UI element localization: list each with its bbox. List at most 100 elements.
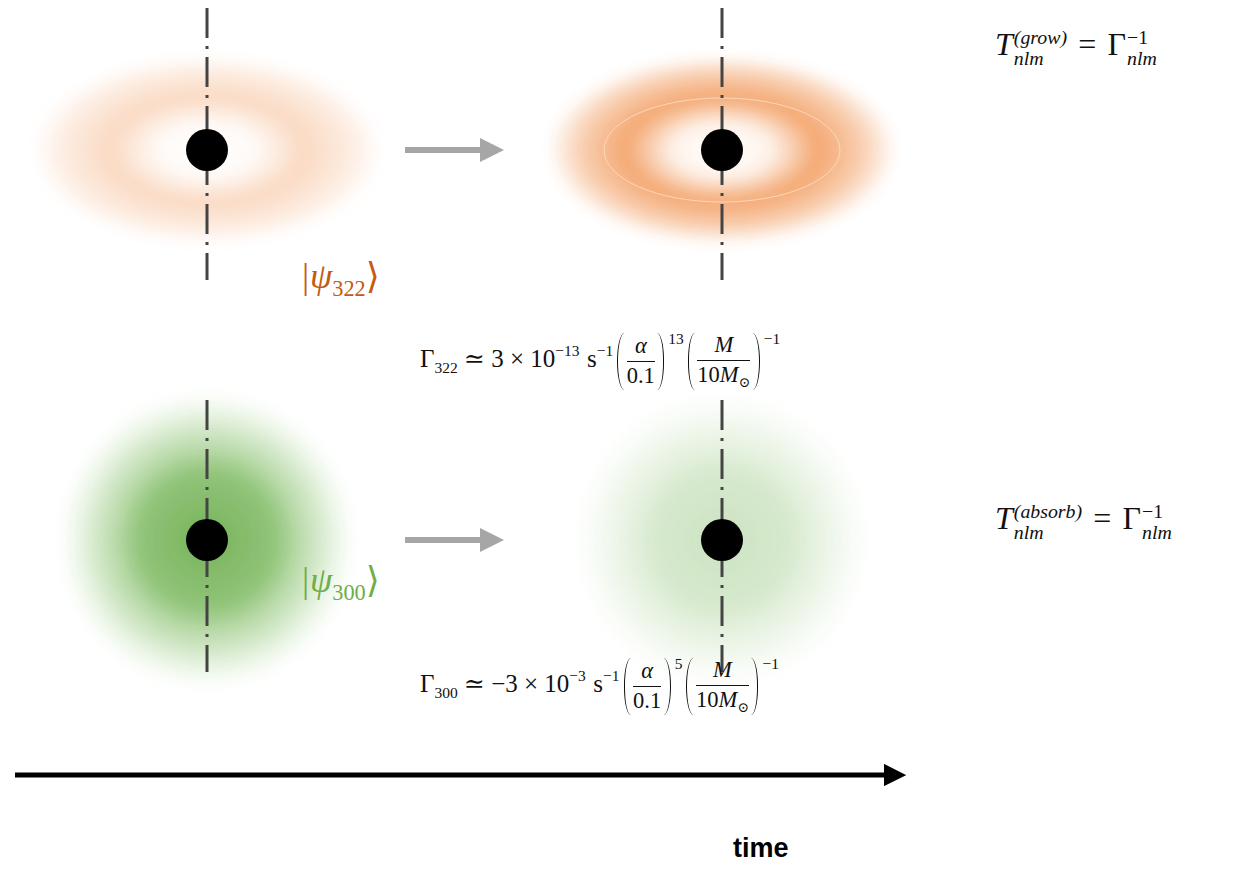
fraction-bar — [627, 361, 655, 362]
script-slot: nlm — [1014, 48, 1067, 69]
math-text: (grow) — [1014, 26, 1067, 48]
paren-symbol — [617, 333, 625, 391]
math-text: nlm — [1127, 47, 1157, 69]
math-text: 5 — [675, 655, 683, 672]
fraction-bar — [633, 686, 661, 687]
axis-label: time — [733, 833, 789, 864]
script-slot: (absorb) — [1014, 501, 1082, 522]
superscript: −1 — [762, 655, 779, 673]
math-text: ⊙ — [737, 700, 749, 715]
paren-symbol — [688, 333, 696, 391]
paren-symbol — [663, 658, 671, 716]
math-text: s — [587, 345, 597, 372]
math-text: ⟩ — [366, 256, 380, 296]
denominator: 0.1 — [633, 689, 661, 714]
math-text: T — [995, 26, 1013, 62]
cloud-300-absorbed — [572, 390, 872, 690]
math-text: 10 — [697, 362, 720, 387]
math-text: = — [1093, 500, 1111, 536]
script-stack: (grow)nlm — [1014, 27, 1067, 69]
superscript: −1 — [603, 667, 620, 685]
math-text: |ψ — [300, 560, 332, 600]
absorption-rate-formula: Γ300≃ −3 × 10−3s−1α0.15M10M⊙−1 — [420, 655, 779, 715]
math-text: (absorb) — [1014, 500, 1082, 522]
paren-symbol — [686, 658, 694, 716]
math-text: M — [720, 362, 739, 387]
superscript: −13 — [555, 342, 579, 360]
math-text: α — [635, 333, 647, 358]
state-label: |ψ322⟩ — [300, 256, 380, 301]
math-text: ≃ −3 × 10 — [464, 670, 569, 697]
numerator: α — [641, 659, 653, 684]
black-hole — [701, 519, 743, 561]
math-text: M — [718, 687, 737, 712]
math-text: Γ — [1107, 26, 1126, 62]
state-label: |ψ300⟩ — [300, 560, 380, 605]
math-text: −1 — [762, 655, 779, 672]
superscript: 5 — [675, 655, 683, 673]
growth-time: T(grow)nlm=Γ−1nlm — [995, 26, 1157, 68]
transition-arrow — [405, 147, 492, 153]
math-text: ⊙ — [739, 375, 751, 390]
math-text: −1 — [764, 330, 781, 347]
math-text: 10 — [696, 687, 719, 712]
math-text: s — [593, 670, 603, 697]
superscript: −3 — [569, 667, 586, 685]
script-stack: −1nlm — [1142, 501, 1172, 543]
paren-symbol — [751, 658, 759, 716]
subscript: 322 — [434, 359, 457, 377]
math-text: nlm — [1142, 521, 1172, 543]
math-text: M — [713, 657, 732, 682]
black-hole — [701, 129, 743, 171]
fraction: M10M⊙ — [696, 658, 749, 715]
script-slot: nlm — [1014, 522, 1082, 543]
script-slot: nlm — [1127, 48, 1157, 69]
subscript: 300 — [434, 684, 457, 702]
denominator: 0.1 — [627, 364, 655, 389]
paren-symbol — [657, 333, 665, 391]
math-text: −3 — [569, 667, 586, 684]
fraction: α 0.1 — [627, 334, 655, 389]
math-text: −1 — [1127, 26, 1148, 48]
script-slot: −1 — [1127, 27, 1157, 48]
denominator: 10M⊙ — [696, 688, 749, 715]
script-slot: −1 — [1142, 501, 1172, 522]
black-hole — [186, 129, 228, 171]
math-text: −1 — [597, 342, 614, 359]
math-text: −13 — [555, 342, 579, 359]
math-text: −1 — [603, 667, 620, 684]
script-slot: nlm — [1142, 522, 1172, 543]
absorption-time: T(absorb)nlm=Γ−1nlm — [995, 500, 1172, 542]
math-text: M — [714, 332, 733, 357]
math-text: α — [641, 658, 653, 683]
numerator: α — [635, 334, 647, 359]
math-text: −1 — [1142, 500, 1163, 522]
cloud-300-full — [57, 390, 357, 690]
math-text: |ψ — [300, 256, 332, 296]
superscript: 13 — [668, 330, 684, 348]
subscript: ⊙ — [739, 375, 751, 390]
subscript: 300 — [332, 580, 365, 606]
math-text: Γ — [420, 670, 434, 697]
superscript: −1 — [764, 330, 781, 348]
math-text: 0.1 — [627, 363, 655, 388]
fraction: M10M⊙ — [697, 333, 750, 390]
math-text: 300 — [434, 684, 457, 701]
math-text: = — [1078, 26, 1096, 62]
subscript: ⊙ — [737, 700, 749, 715]
superscript: −1 — [597, 342, 614, 360]
growth-rate-formula: Γ322≃ 3 × 10−13s−1α0.113M10M⊙−1 — [420, 330, 780, 390]
script-stack: −1nlm — [1127, 27, 1157, 69]
script-stack: (absorb)nlm — [1014, 501, 1082, 543]
math-text: time — [733, 833, 789, 863]
black-hole — [186, 519, 228, 561]
math-text: ≃ 3 × 10 — [464, 345, 555, 372]
script-slot: (grow) — [1014, 27, 1067, 48]
subscript: 322 — [332, 276, 365, 302]
fraction-bar — [697, 360, 750, 361]
transition-arrow — [405, 537, 492, 543]
math-text: Γ — [1123, 500, 1142, 536]
numerator: M — [714, 333, 733, 358]
math-text: T — [995, 500, 1013, 536]
